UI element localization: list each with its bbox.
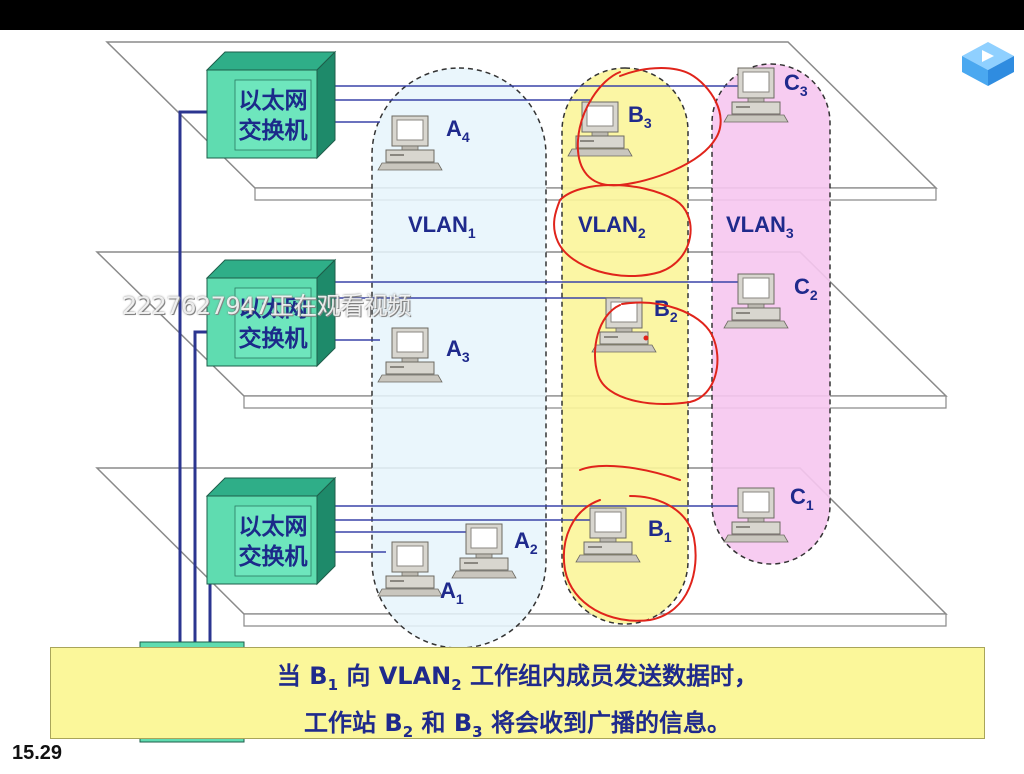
caption-line-1: 当 B1 向 VLAN2 工作组内成员发送数据时， [276,662,759,694]
label-a1: A1 [440,578,464,607]
switch-label-line2: 交换机 [239,325,308,352]
label-b3: B3 [628,102,652,131]
caption-box: 当 B1 向 VLAN2 工作组内成员发送数据时， 工作站 B2 和 B3 将会… [50,647,985,741]
caption-line-2: 工作站 B2 和 B3 将会收到广播的信息。 [304,708,731,741]
label-a2: A2 [514,528,538,557]
switch-label-line1: 以太网 [239,514,308,540]
label-c1: C1 [790,484,814,513]
slide-number: 15.29 [12,742,63,764]
video-app-logo-icon [962,42,1014,86]
pc-b2 [591,297,657,353]
station-wires [334,85,740,553]
label-c3: C3 [784,70,808,99]
slide: 以太网 交换机 以太网 交换机 以太网 交换机 A4 B3 C3 A3 B2 C… [0,30,1024,774]
viewer-watermark: 2227627947正在观看视频 [122,292,411,320]
label-a4: A4 [446,116,470,145]
vlan1-label: VLAN1 [408,212,476,241]
label-c2: C2 [794,274,818,303]
switch-label-line2: 交换机 [239,117,308,144]
vlan3-label: VLAN3 [726,212,794,241]
ethernet-switch-floor2: 以太网 交换机 [206,259,336,367]
switch-label-line2: 交换机 [239,543,308,570]
label-a3: A3 [446,336,470,365]
trunk-wires [178,110,212,670]
label-b2: B2 [654,296,678,325]
vlan2-label: VLAN2 [578,212,646,241]
vlan-diagram: 以太网 交换机 以太网 交换机 以太网 交换机 A4 B3 C3 A3 B2 C… [95,41,948,743]
label-b1: B1 [648,516,672,545]
ethernet-switch-floor3: 以太网 交换机 [206,51,336,159]
ethernet-switch-floor1: 以太网 交换机 [206,477,336,585]
red-annotations [553,67,722,622]
switch-label-line1: 以太网 [239,88,308,114]
switch-label-line1: 以太网 [239,296,308,322]
